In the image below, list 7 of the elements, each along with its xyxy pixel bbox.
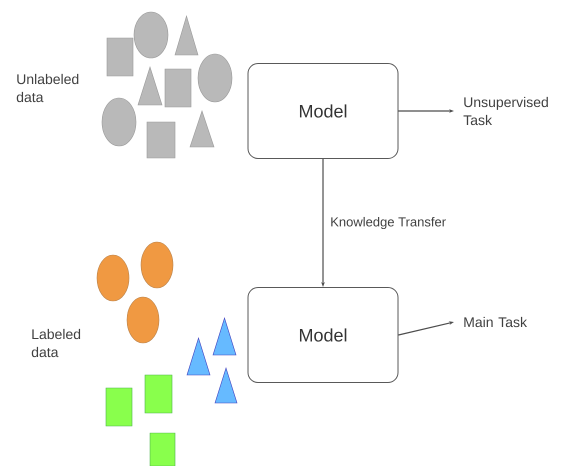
data-label: Labeled data [32,328,80,358]
model-box: Model [248,287,398,383]
data-label: Unlabeled data [16,74,78,102]
model-box: Model [248,63,398,159]
task-label: Main Task [464,316,528,328]
task-label: Unsupervised Task [464,96,548,126]
edge-label: Knowledge Transfer [331,216,446,230]
